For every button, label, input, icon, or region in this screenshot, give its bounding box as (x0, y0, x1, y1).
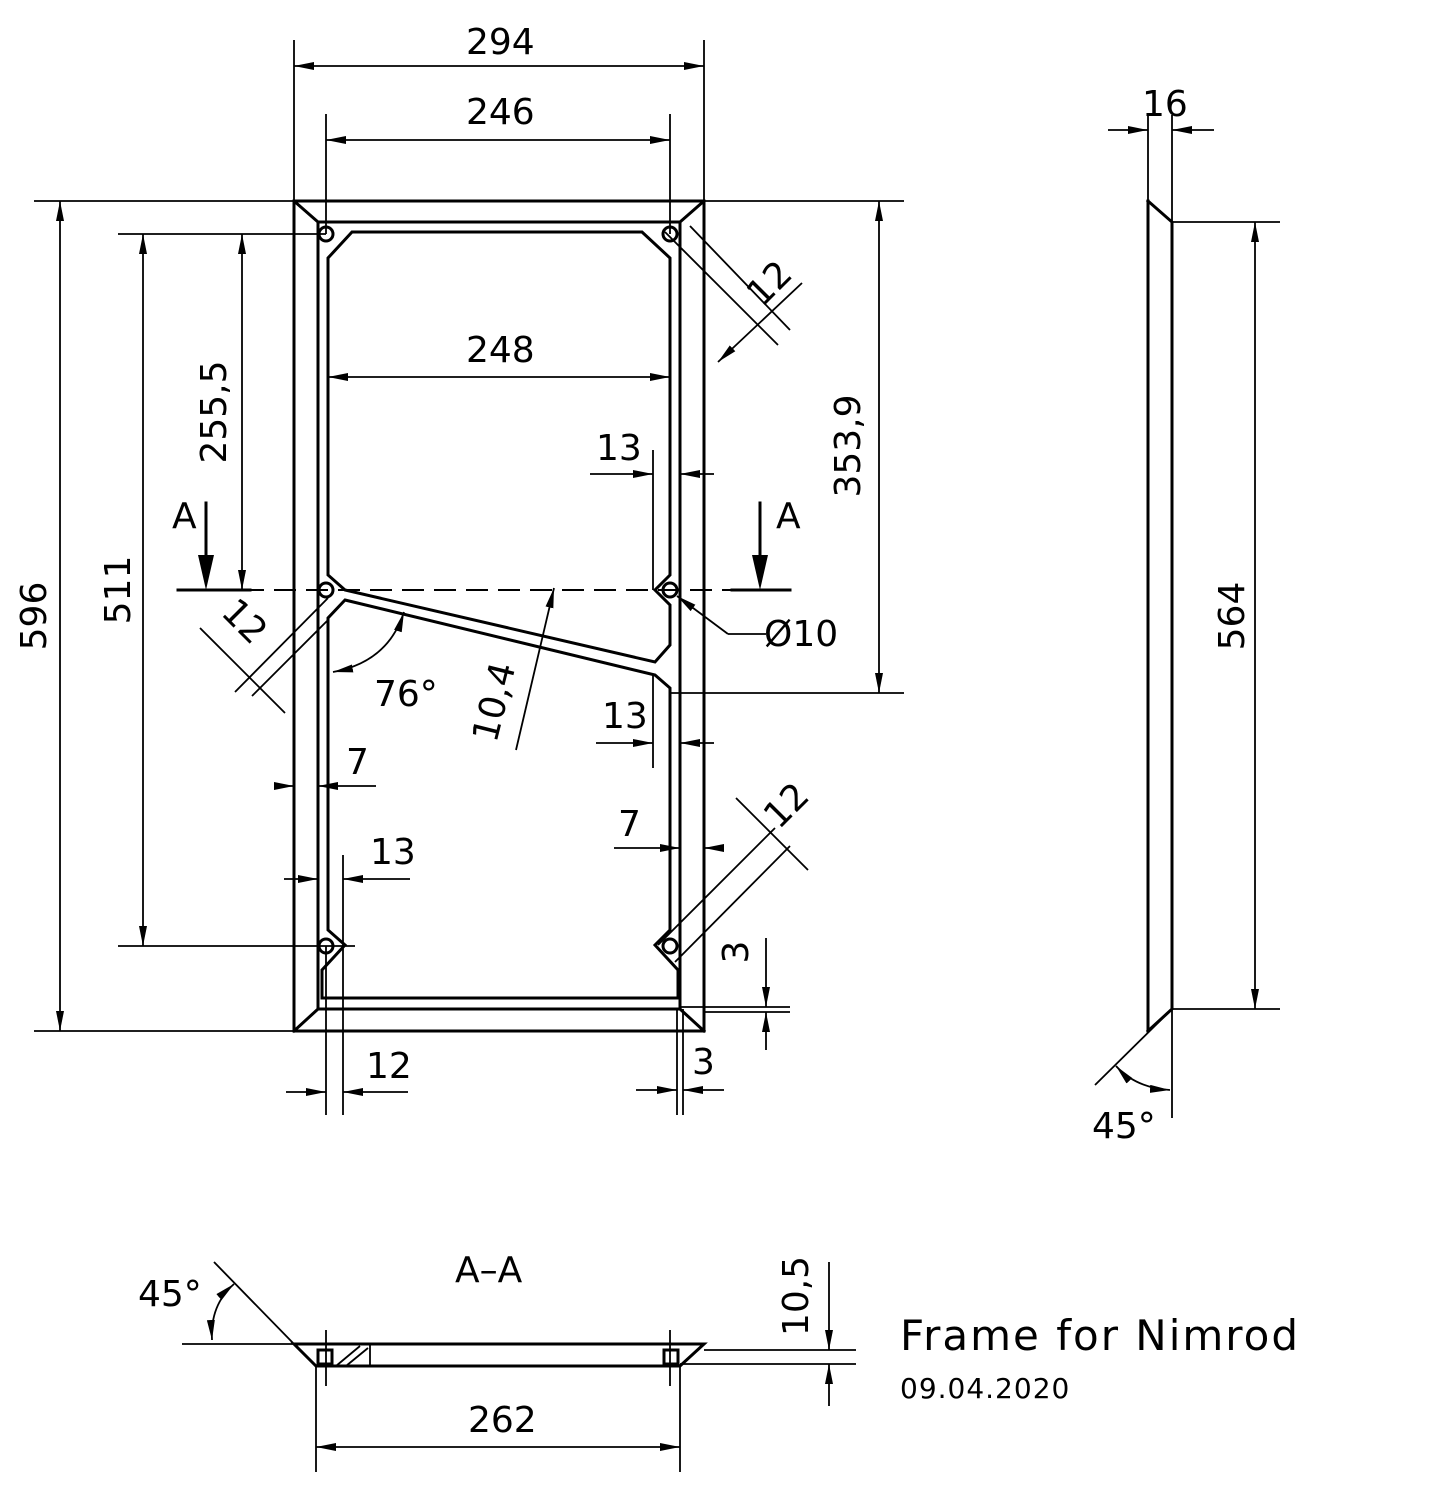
upper-opening (326, 230, 672, 664)
dim-262: 262 (468, 1400, 537, 1441)
dim-13-lower-left: 13 (370, 832, 416, 873)
hole-bottom-right (661, 937, 679, 955)
dim-angle-76: 76° (374, 674, 438, 715)
front-view: A A 294 246 248 596 511 255,5 353,9 (14, 22, 904, 1115)
dim-10-5: 10,5 (776, 1256, 817, 1336)
dim-596: 596 (14, 582, 55, 651)
section-title: A–A (455, 1250, 523, 1291)
dim-12-top-right: 12 (739, 253, 800, 314)
dim-13-upper-right: 13 (596, 428, 642, 469)
title-block: Frame for Nimrod 09.04.2020 (900, 1311, 1300, 1405)
dim-7-left: 7 (346, 742, 369, 783)
dim-3-bottom: 3 (692, 1042, 715, 1083)
drawing-date: 09.04.2020 (900, 1372, 1070, 1405)
dim-45-section: 45° (138, 1274, 202, 1315)
outer-frame (292, 199, 706, 1033)
section-mark-right: A (776, 496, 801, 537)
side-view: 564 16 45° (1092, 84, 1280, 1147)
dim-255-5: 255,5 (194, 360, 235, 463)
dim-294: 294 (466, 22, 535, 63)
inner-frame (316, 220, 682, 1011)
dim-564: 564 (1212, 582, 1253, 651)
dim-diameter-10: Ø10 (764, 614, 838, 655)
dim-511: 511 (98, 556, 139, 625)
lower-opening (320, 598, 680, 1000)
dim-13-lower-right: 13 (602, 696, 648, 737)
dim-12-bottom: 12 (366, 1046, 412, 1087)
dim-10-4: 10,4 (465, 658, 524, 746)
dim-246: 246 (466, 92, 535, 133)
section-a-a: A–A 45° 262 10,5 (138, 1250, 856, 1472)
dim-353-9: 353,9 (828, 394, 869, 497)
section-mark-left: A (172, 496, 197, 537)
dim-7-right: 7 (618, 804, 641, 845)
dim-45-side: 45° (1092, 1106, 1156, 1147)
dim-3-right: 3 (716, 941, 757, 964)
dim-12-left: 12 (213, 591, 274, 652)
dim-248: 248 (466, 330, 535, 371)
drawing-title: Frame for Nimrod (900, 1311, 1300, 1360)
dim-16: 16 (1142, 84, 1188, 125)
